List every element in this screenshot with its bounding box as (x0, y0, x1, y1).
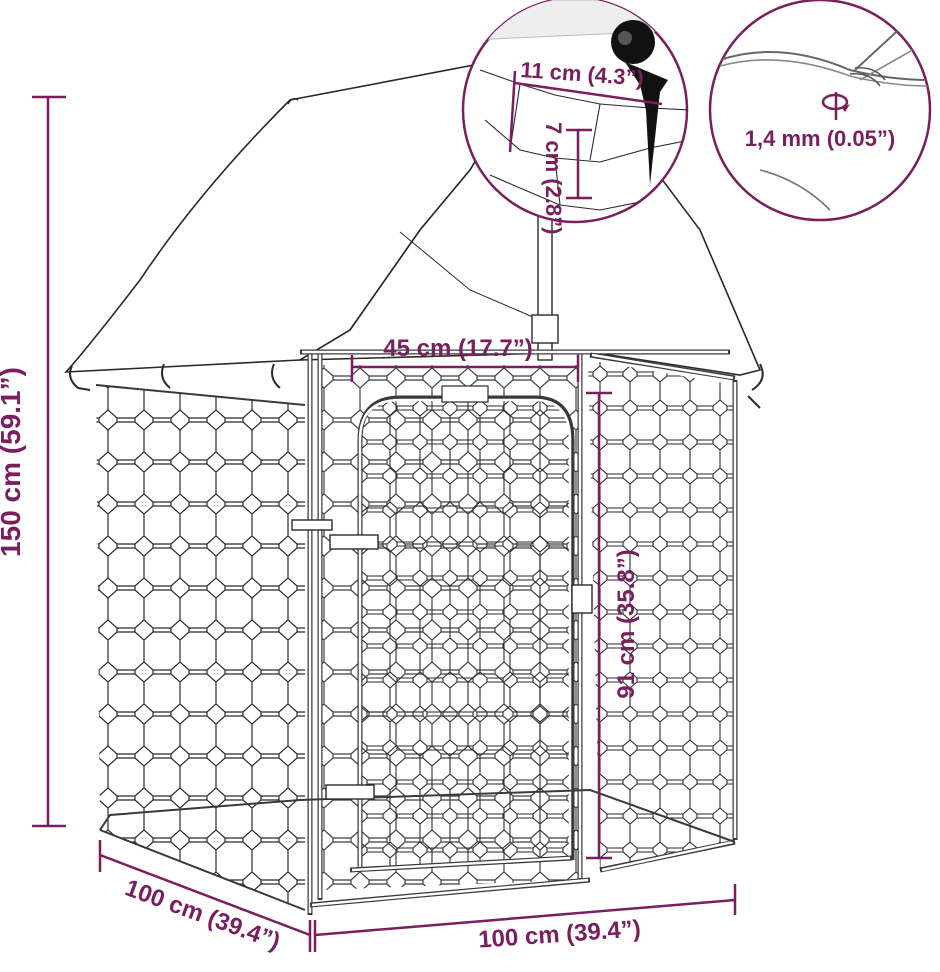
kennel-frame (99, 349, 738, 915)
height-label: 150 cm (59.1”) (0, 367, 26, 557)
right-mesh-panel (588, 360, 735, 870)
wire-thickness-detail: 1,4 mm (0.05”) (708, 0, 932, 222)
left-mesh-panel (95, 384, 306, 911)
mesh-height-label: 7 cm (2.8”) (541, 122, 566, 235)
door-height-dimension: 91 cm (35.8”) (586, 391, 640, 860)
roof-cover (64, 61, 762, 376)
door-width-label: 45 cm (17.7”) (383, 335, 532, 362)
rotation-arrow-icon (821, 92, 850, 120)
mesh-size-detail: 11 cm (4.3”) 7 cm (2.8”) (461, 0, 689, 235)
roof-hooks (69, 363, 764, 409)
wire-diameter-label: 1,4 mm (0.05”) (745, 126, 895, 151)
ground-stake-icon (611, 20, 668, 185)
door-width-dimension: 45 cm (17.7”) (350, 335, 580, 382)
width-label: 100 cm (39.4”) (477, 915, 641, 953)
front-door-panel (320, 365, 582, 890)
height-dimension: 150 cm (59.1”) (0, 95, 66, 828)
door-height-label: 91 cm (35.8”) (613, 549, 640, 698)
width-dimension: 100 cm (39.4”) (313, 884, 737, 954)
